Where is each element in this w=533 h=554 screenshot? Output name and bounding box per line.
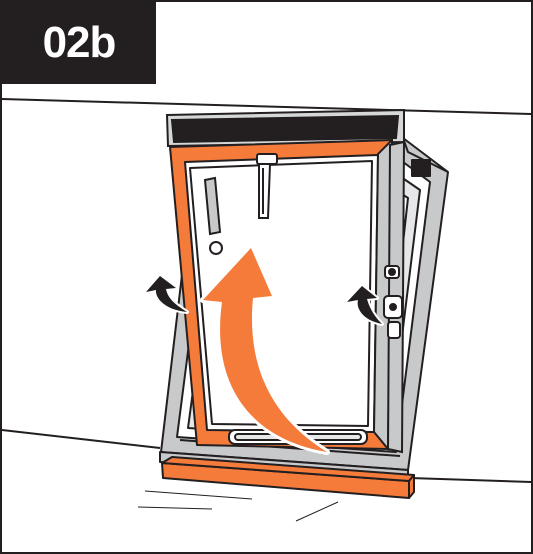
floor-lines xyxy=(138,491,338,521)
step-number: 02b xyxy=(2,2,156,84)
step-badge: 02b xyxy=(2,2,156,84)
